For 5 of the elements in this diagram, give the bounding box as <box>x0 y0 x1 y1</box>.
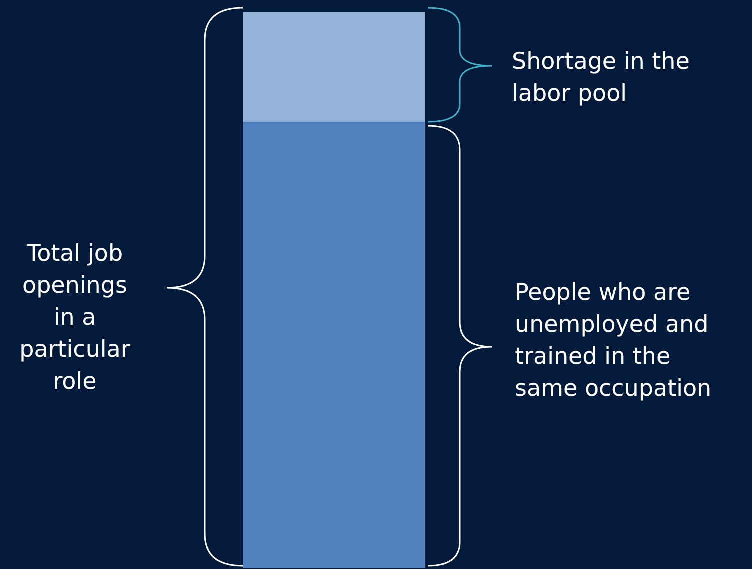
annotation-text: People who are unemployed and trained in the same occupation <box>515 279 713 404</box>
bar-segment <box>243 122 425 568</box>
annotation-text: Shortage in the labor pool <box>512 48 691 109</box>
annotation-text: Total job openings in a particular role <box>18 240 132 397</box>
bar-segment <box>243 12 425 122</box>
